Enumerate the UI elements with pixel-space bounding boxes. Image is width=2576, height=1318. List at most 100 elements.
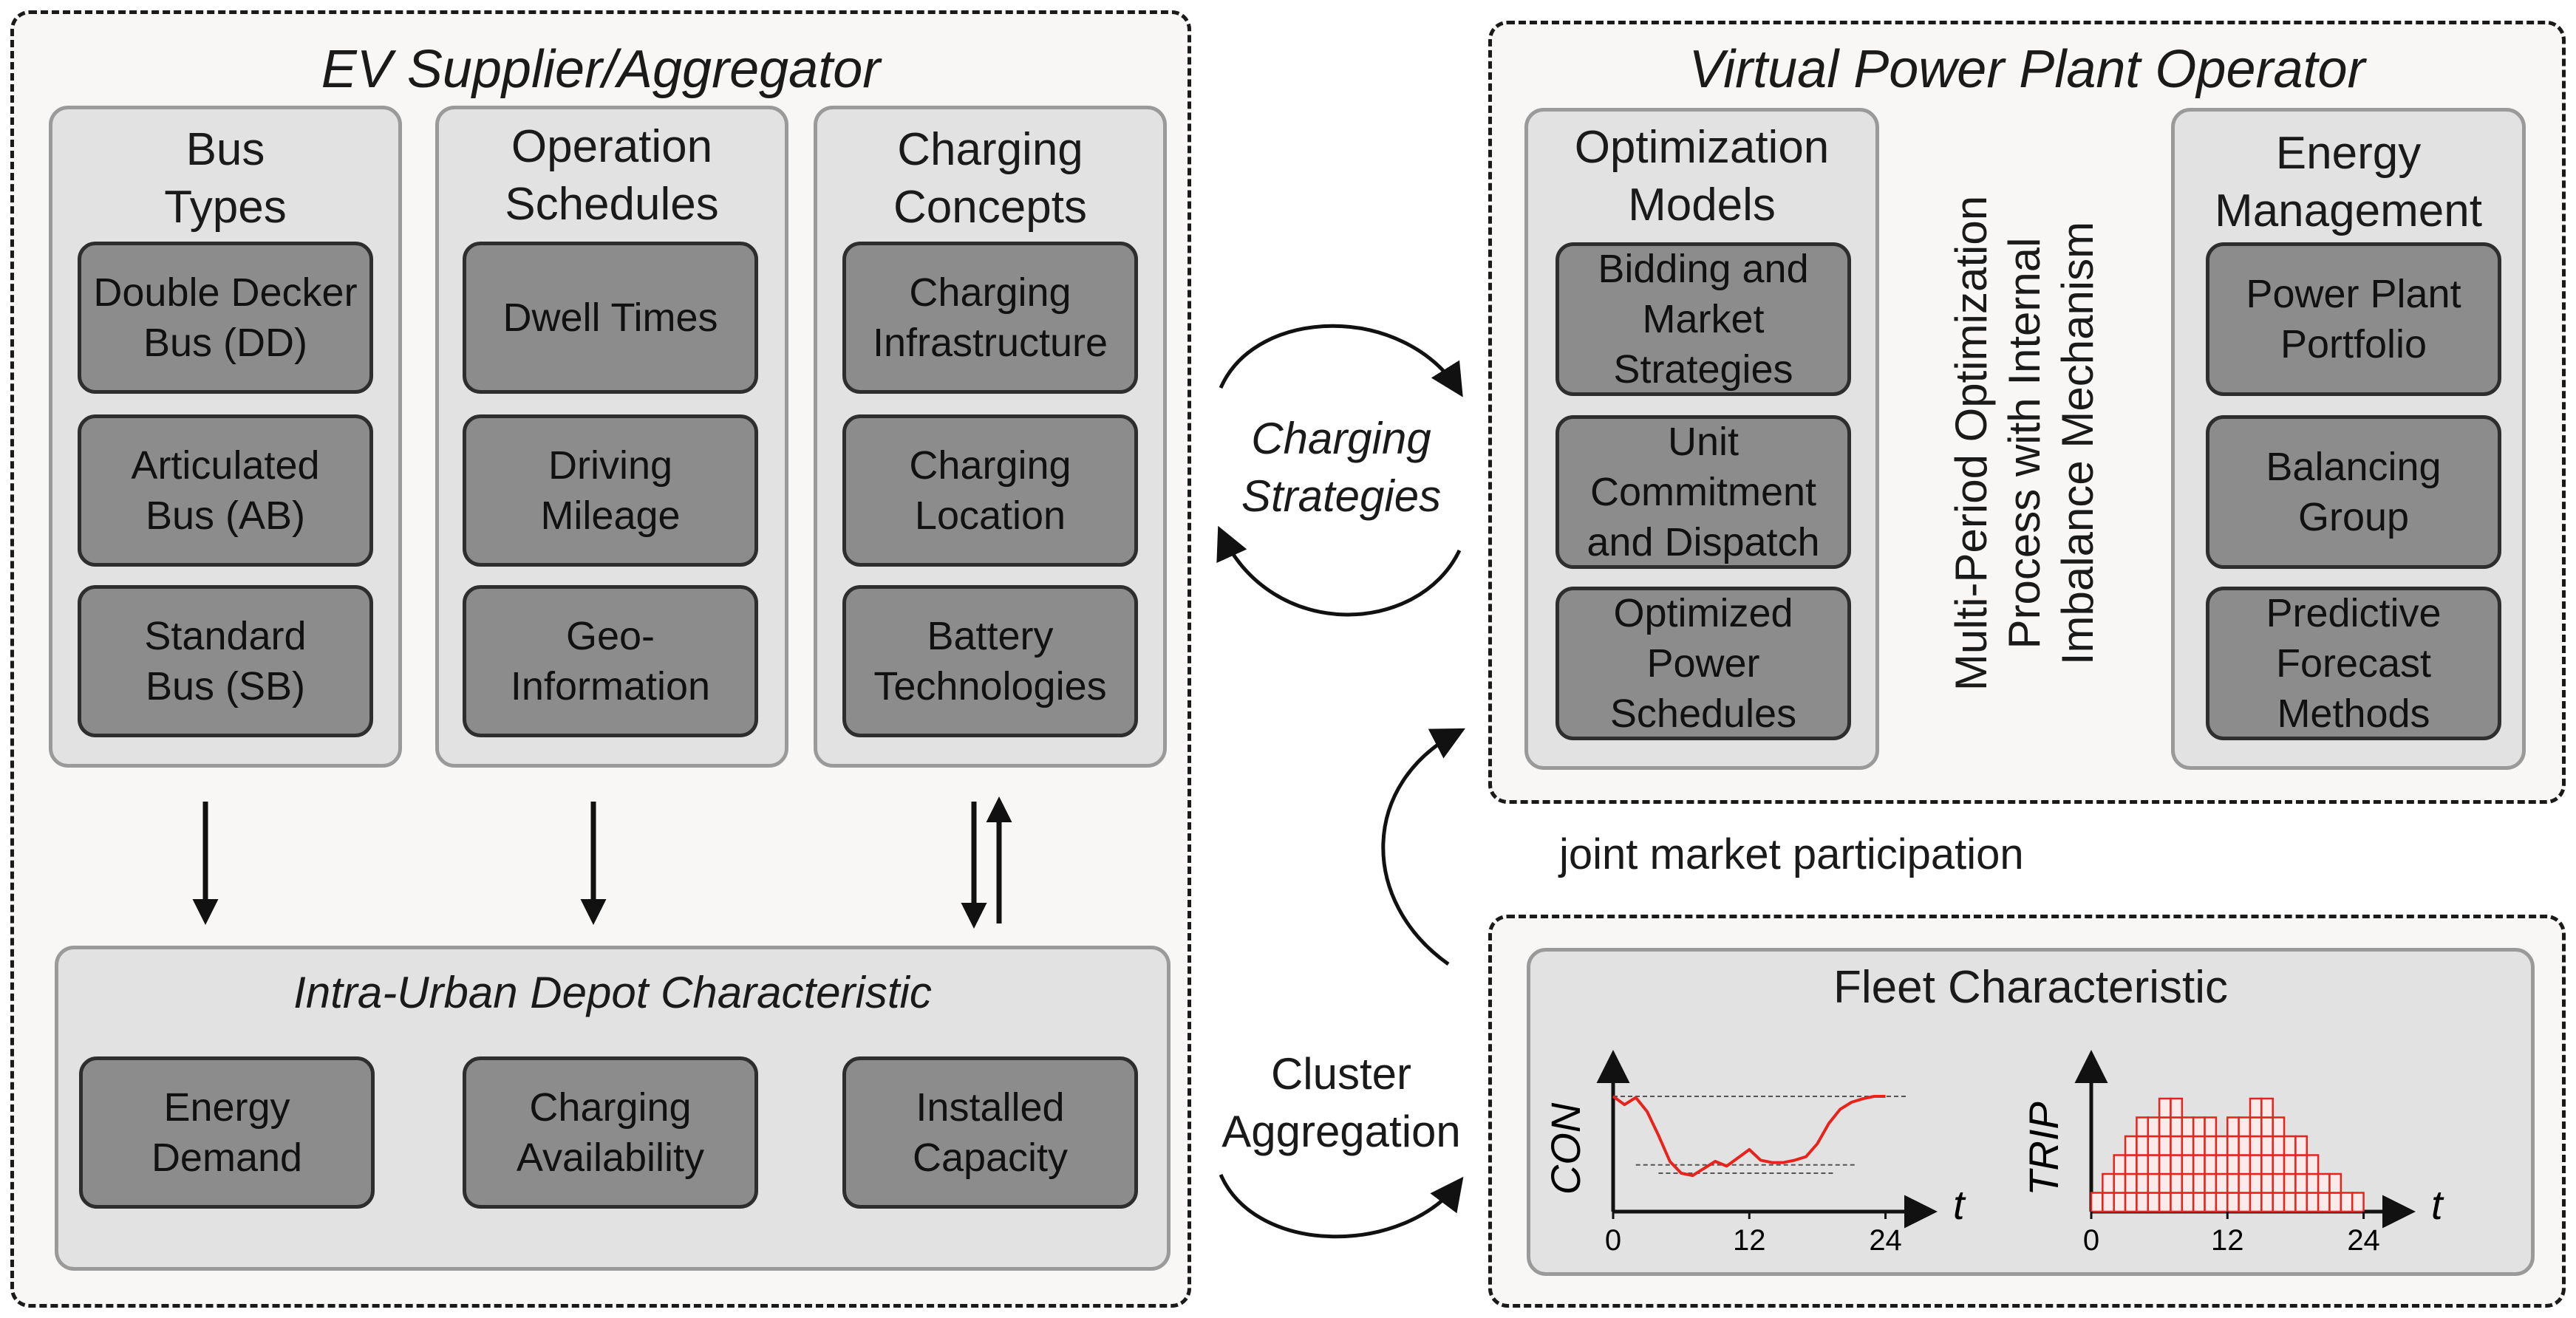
trip-bar-cell [2204,1192,2218,1213]
trip-bar-cell [2124,1172,2138,1194]
trip-bar-cell [2113,1172,2127,1194]
trip-bar-cell [2226,1154,2240,1175]
con-x-label: t [1953,1181,1966,1228]
trip-bar-cell [2249,1097,2263,1119]
trip-bar-cell [2215,1172,2229,1194]
trip-x-tick-label: 0 [2083,1224,2099,1257]
trip-bar-cell [2249,1116,2263,1138]
trip-bar-cell [2249,1172,2263,1194]
optimization-models-title: Optimization Models [1574,122,1830,231]
trip-x-tick-label: 12 [2211,1224,2244,1257]
trip-bar-cell [2306,1172,2320,1194]
trip-bar-cell [2306,1154,2320,1175]
double-decker-box: Double Decker Bus (DD) [78,242,373,394]
trip-bar-cell [2090,1192,2104,1213]
trip-bar-cell [2272,1154,2286,1175]
trip-bar-cell [2238,1154,2252,1175]
trip-bar-cell [2136,1135,2150,1156]
con-x-tick-label: 12 [1733,1224,1766,1257]
trip-bar-cell [2215,1192,2229,1213]
fleet-characteristic-group: Fleet Characteristic [1527,948,2535,1276]
fleet-characteristic-title: Fleet Characteristic [1833,962,2229,1013]
unit-commitment-box: Unit Commitment and Dispatch [1556,415,1851,569]
charging-strategies-upper-arrow [1219,324,1463,397]
trip-bar-cell [2260,1097,2274,1119]
installed-capacity-box: Installed Capacity [842,1056,1138,1209]
standard-bus-box: Standard Bus (SB) [78,585,373,737]
trip-bar-cell [2124,1135,2138,1156]
trip-bar-cell [2158,1135,2172,1156]
trip-bar-cell [2147,1192,2161,1213]
trip-x-label: t [2431,1181,2444,1228]
bus-types-title: Bus Types [164,124,287,233]
con-y-label: CON [1542,1102,1589,1195]
trip-bar-cell [2158,1116,2172,1138]
joint-market-label: joint market participation [1559,830,2024,878]
trip-bar-cell [2158,1154,2172,1175]
trip-bar-cell [2306,1192,2320,1213]
trip-bar-cell [2294,1172,2308,1194]
trip-bar-cell [2294,1154,2308,1175]
trip-bar-cell [2147,1154,2161,1175]
charging-location-box: Charging Location [842,414,1138,567]
trip-bar-cell [2136,1192,2150,1213]
trip-bar-cell [2124,1192,2138,1213]
trip-bar-cell [2192,1135,2206,1156]
geo-information-box: Geo- Information [463,585,758,737]
trip-bar-cell [2170,1172,2184,1194]
trip-bar-cell [2238,1192,2252,1213]
trip-bar-cell [2192,1172,2206,1194]
trip-bar-cell [2102,1192,2115,1213]
trip-bar-cell [2136,1172,2150,1194]
trip-bar-cell [2317,1172,2331,1194]
trip-bar-cell [2147,1172,2161,1194]
charging-availability-box: Charging Availability [463,1056,758,1209]
trip-bar-cell [2294,1135,2308,1156]
trip-bar-cell [2294,1192,2308,1213]
trip-bar-cell [2226,1192,2240,1213]
trip-bar-cell [2226,1135,2240,1156]
vpp-panel-title: Virtual Power Plant Operator [1689,40,2365,99]
trip-bar-cell [2158,1097,2172,1119]
trip-bar-cell [2147,1135,2161,1156]
battery-technologies-box: Battery Technologies [842,585,1138,737]
cluster-aggregation-arrow [1219,1173,1464,1239]
trip-bar-cell [2136,1154,2150,1175]
trip-bar-cell [2204,1135,2218,1156]
charging-concepts-title: Charging Concepts [893,124,1087,233]
trip-bar-cell [2283,1135,2297,1156]
trip-bar-cell [2249,1192,2263,1213]
bidding-strategies-box: Bidding and Market Strategies [1556,242,1851,396]
trip-bar-cell [2340,1192,2354,1213]
trip-bar-cell [2272,1135,2286,1156]
trip-bar-cell [2181,1116,2195,1138]
energy-demand-box: Energy Demand [79,1056,375,1209]
trip-bar-cell [2260,1172,2274,1194]
trip-bar-cell [2283,1154,2297,1175]
trip-bar-cell [2283,1192,2297,1213]
cluster-aggregation-label: Cluster Aggregation [1221,1049,1461,1156]
con-series-line [1612,1095,1886,1178]
articulated-bus-box: Articulated Bus (AB) [78,414,373,567]
trip-bar-cell [2317,1192,2331,1213]
trip-bar-cell [2272,1192,2286,1213]
con-x-tick-label: 24 [1869,1224,1902,1257]
trip-bar-cell [2170,1192,2184,1213]
trip-bar-cell [2170,1135,2184,1156]
trip-bar-cell [2204,1116,2218,1138]
trip-bar-cell [2260,1192,2274,1213]
depot-title: Intra-Urban Depot Characteristic [293,968,932,1017]
optimized-power-schedules-box: Optimized Power Schedules [1556,587,1851,740]
charging-infrastructure-box: Charging Infrastructure [842,242,1138,394]
balancing-group-box: Balancing Group [2206,415,2501,569]
charging-strategies-label: Charging Strategies [1241,414,1442,521]
trip-bar-cell [2136,1116,2150,1138]
trip-bar-cell [2192,1154,2206,1175]
trip-bar-cell [2113,1192,2127,1213]
energy-management-title: Energy Management [2215,128,2482,236]
trip-bar-cell [2328,1172,2342,1194]
trip-bar-cell [2238,1135,2252,1156]
predictive-forecast-box: Predictive Forecast Methods [2206,587,2501,740]
